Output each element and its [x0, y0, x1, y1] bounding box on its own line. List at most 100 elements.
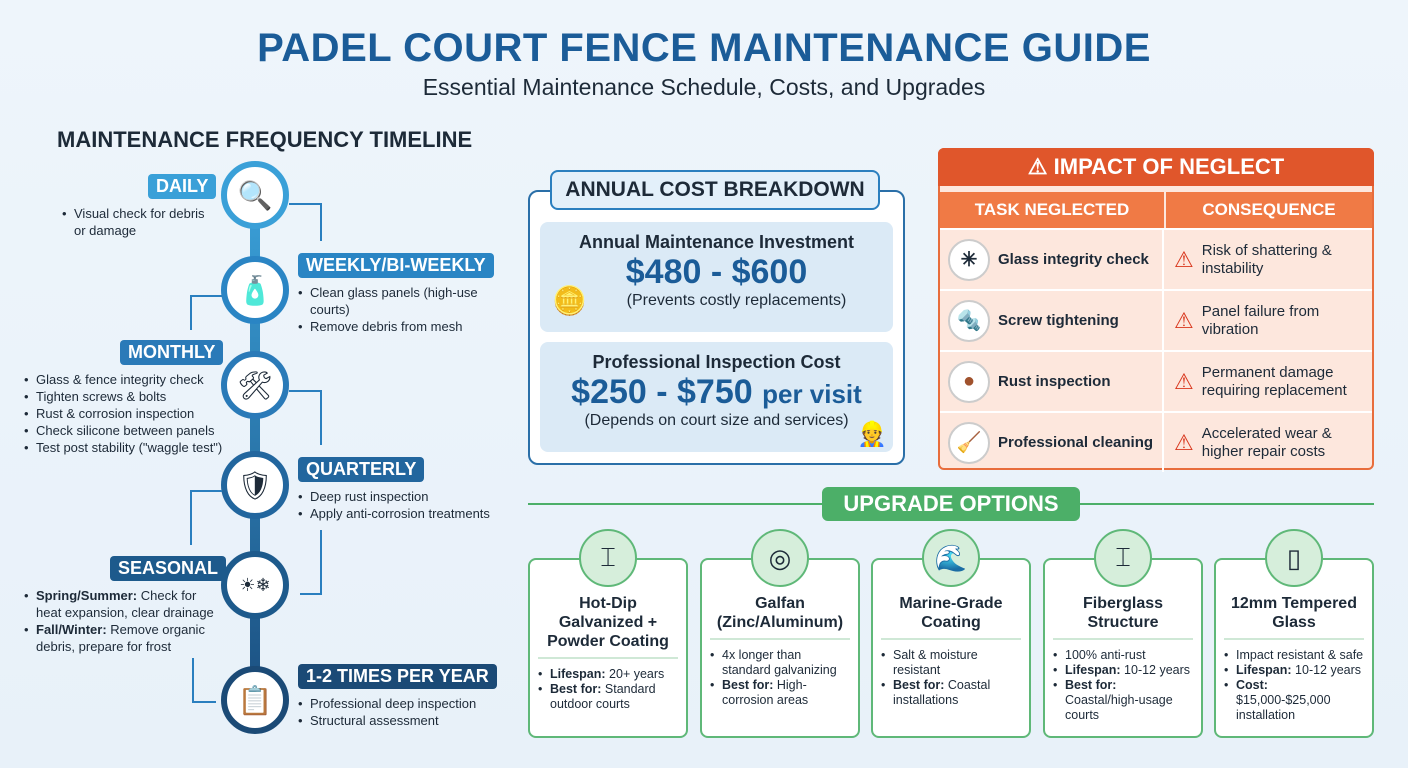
fiberglass-beam-icon: ⌶ [1094, 529, 1152, 587]
upgrade-title: Fiberglass Structure [1053, 594, 1193, 640]
upgrade-item: Lifespan: 10-12 years [1053, 663, 1193, 678]
item-bold: Best for: [722, 678, 774, 692]
item-text: 100% anti-rust [1065, 648, 1146, 662]
item-bold: Lifespan: [1236, 663, 1292, 677]
upgrade-item: Impact resistant & safe [1224, 648, 1364, 663]
upgrade-item: Lifespan: 10-12 years [1224, 663, 1364, 678]
item-text: Standard outdoor courts [550, 682, 656, 711]
screw-icon: 🔩 [948, 299, 990, 342]
stage-item: Clean glass panels (high-use courts) [298, 284, 498, 318]
stage-item: Check silicone between panels [24, 422, 224, 439]
upgrade-title: Galfan (Zinc/Aluminum) [710, 594, 850, 640]
upgrade-items: 4x longer than standard galvanizingBest … [710, 648, 850, 708]
stage-label: 1-2 TIMES PER YEAR [298, 664, 497, 689]
upgrade-card: Hot-Dip Galvanized + Powder CoatingLifes… [528, 558, 688, 738]
connector-arrow [192, 658, 216, 703]
coil-icon: ◎ [751, 529, 809, 587]
timeline-line [250, 195, 260, 705]
consequence-text: Risk of shattering & instability [1201, 241, 1332, 277]
upgrade-title: Hot-Dip Galvanized + Powder Coating [538, 594, 678, 659]
item-bold: Best for: [1065, 678, 1117, 692]
col-header-task: TASK NEGLECTED [940, 192, 1164, 228]
upgrade-card: 12mm Tempered GlassImpact resistant & sa… [1214, 558, 1374, 738]
item-bold: Cost: [1236, 678, 1268, 692]
stage-item: Glass & fence integrity check [24, 371, 224, 388]
connector-arrow [190, 295, 222, 330]
inspection-cost-value: $250 - $750 [571, 373, 753, 411]
upgrade-item: 100% anti-rust [1053, 648, 1193, 663]
item-bold: Best for: [550, 682, 602, 696]
warning-icon: ⚠ [1174, 246, 1194, 272]
upgrade-title: 12mm Tempered Glass [1224, 594, 1364, 640]
connector-arrow [190, 490, 222, 545]
item-text: 20+ years [605, 667, 665, 681]
consequence-text: Permanent damage requiring replacement [1201, 363, 1347, 399]
task-text: Glass integrity check [998, 251, 1149, 268]
task-cell: ✳ Glass integrity check [940, 230, 1164, 289]
upgrade-item: 4x longer than standard galvanizing [710, 648, 850, 678]
rust-icon: ● [948, 360, 990, 403]
item-bold: Lifespan: [1065, 663, 1121, 677]
spray-bottle-icon: 🧴 [221, 256, 289, 324]
inspector-icon: 👷 [857, 421, 887, 448]
magnifier-icon: 🔍 [221, 161, 289, 229]
item-text: Coastal installations [893, 678, 991, 707]
neglect-row: 🧹 Professional cleaning ⚠ Accelerated wear … [940, 411, 1372, 472]
upgrade-items: Lifespan: 20+ yearsBest for: Standard ou… [538, 667, 678, 712]
neglect-row: ✳ Glass integrity check ⚠ Risk of shatterin… [940, 228, 1372, 289]
neglect-heading-text: IMPACT OF NEGLECT [1053, 154, 1285, 179]
upgrade-card: Galfan (Zinc/Aluminum) 4x longer than sta… [700, 558, 860, 738]
warning-icon: ⚠ [1174, 429, 1194, 455]
consequence-text: Panel failure from vibration [1201, 302, 1320, 338]
annual-cost-value: $480 - $600 [625, 253, 808, 291]
neglect-row: ● Rust inspection ⚠Permanent damage requir… [940, 350, 1372, 411]
stage-item: Tighten screws & bolts [24, 388, 224, 405]
upgrade-title: Marine-Grade Coating [881, 594, 1021, 640]
item-text: Impact resistant & safe [1236, 648, 1364, 662]
stage-item: Deep rust inspection [298, 488, 498, 505]
stage-item: Apply anti-corrosion treatments [298, 505, 498, 522]
upgrade-item: Lifespan: 20+ years [538, 667, 678, 682]
consequence-text: Accelerated wear & higher repair costs [1201, 424, 1332, 460]
warning-icon: ⚠ [1174, 307, 1194, 333]
stage-items: Spring/Summer: Check for heat expansion,… [24, 587, 224, 655]
item-bold: Fall/Winter: [36, 622, 107, 637]
task-cell: 🧹 Professional cleaning [940, 413, 1164, 472]
wave-icon: 🌊 [922, 529, 980, 587]
task-text: Professional cleaning [998, 434, 1154, 451]
stage-items: Clean glass panels (high-use courts)Remo… [298, 284, 498, 335]
upgrade-heading: UPGRADE OPTIONS [822, 487, 1080, 521]
connector-arrow [300, 530, 322, 595]
upgrade-items: 100% anti-rustLifespan: 10-12 yearsBest … [1053, 648, 1193, 723]
stage-item: Structural assessment [298, 712, 498, 729]
stage-label: WEEKLY/BI-WEEKLY [298, 253, 494, 278]
consequence-cell: ⚠ Risk of shattering & instability [1164, 230, 1372, 289]
neglect-row: 🔩 Screw tightening ⚠ Panel failure from vib… [940, 289, 1372, 350]
coins-icon: 🪙 [552, 285, 587, 316]
task-text: Screw tightening [998, 312, 1119, 329]
upgrade-item: Best for: Standard outdoor courts [538, 682, 678, 712]
item-bold: Lifespan: [550, 667, 606, 681]
cracked-glass-icon: ✳ [948, 238, 990, 281]
item-text: Check for heat expansion, clear drainage [36, 588, 214, 620]
consequence-cell: ⚠ Panel failure from vibration [1164, 291, 1372, 350]
sun-snowflake-icon: ☀❄ [221, 551, 289, 619]
item-text: Coastal/high-usage courts [1065, 693, 1173, 722]
stage-item: Test post stability ("waggle test") [24, 439, 224, 456]
brush-icon: 🧹 [948, 421, 990, 464]
consequence-cell: ⚠ Accelerated wear & higher repair costs [1164, 413, 1372, 472]
task-text: Rust inspection [998, 373, 1111, 390]
upgrade-item: Best for: Coastal installations [881, 678, 1021, 708]
upgrade-item: Best for: Coastal/high-usage courts [1053, 678, 1193, 723]
upgrade-item: Cost: $15,000-$25,000 installation [1224, 678, 1364, 723]
glass-panel-icon: ▯ [1265, 529, 1323, 587]
stage-items: Professional deep inspectionStructural a… [298, 695, 498, 729]
item-text: $15,000-$25,000 installation [1236, 693, 1331, 722]
item-bold: Spring/Summer: [36, 588, 138, 603]
stage-item: Spring/Summer: Check for heat expansion,… [24, 587, 224, 621]
consequence-cell: ⚠Permanent damage requiring replacement [1164, 352, 1372, 411]
inspection-cost-unit: per visit [762, 379, 862, 409]
upgrade-card: Fiberglass Structure 100% anti-rustLifesp… [1043, 558, 1203, 738]
stage-items: Visual check for debris or damage [62, 205, 212, 239]
annual-cost-note: (Prevents costly replacements) [626, 292, 847, 309]
